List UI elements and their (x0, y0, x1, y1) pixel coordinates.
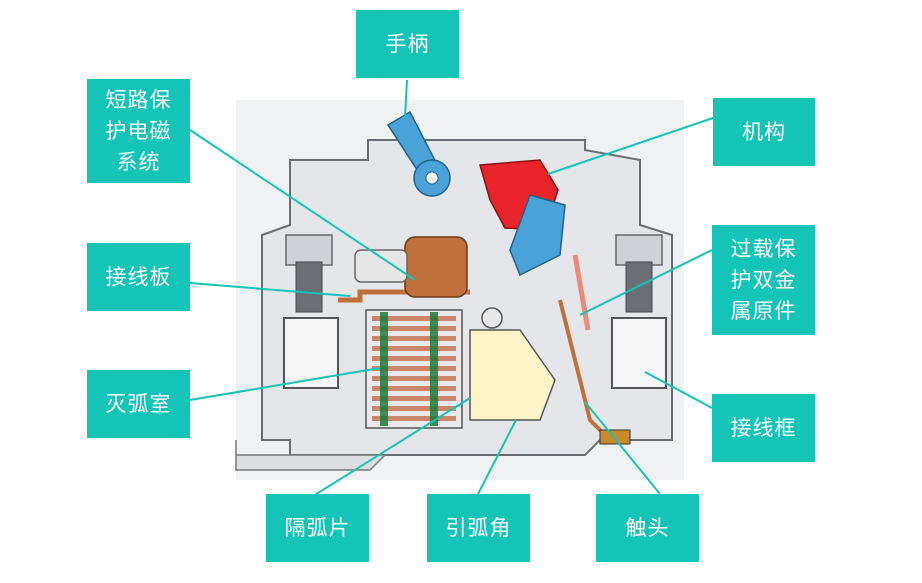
bimetal-strip (572, 254, 591, 331)
leader-arc-runner (477, 419, 517, 495)
label-terminal-plate: 接线板 (87, 243, 190, 311)
pivot-pin (481, 307, 503, 329)
leader-short-circuit (189, 129, 416, 281)
mechanism-trip-lever (509, 194, 566, 277)
leader-handle (404, 79, 408, 119)
arc-splitter-plates (372, 316, 456, 421)
coil-plunger (354, 249, 408, 283)
left-terminal-frame (283, 317, 339, 389)
leader-splitter (309, 397, 471, 499)
leader-overload (579, 249, 713, 316)
label-arc-chamber: 灭弧室 (87, 370, 190, 438)
arc-runner-plate (469, 329, 556, 421)
label-contact: 触头 (596, 494, 699, 562)
label-arc-splitter-plate: 隔弧片 (266, 494, 369, 562)
label-handle: 手柄 (356, 10, 459, 78)
label-terminal-frame: 接线框 (712, 394, 815, 462)
label-mechanism: 机构 (713, 98, 815, 166)
din-rail-clip (235, 440, 387, 471)
label-short-circuit-protection: 短路保 护电磁 系统 (87, 79, 190, 183)
leader-contact (584, 401, 661, 495)
left-terminal-screw-thread (295, 261, 323, 313)
leader-terminal-plate (189, 282, 351, 297)
right-terminal-screw-head (615, 234, 663, 266)
label-arc-runner: 引弧角 (427, 494, 530, 562)
right-terminal-frame (611, 317, 667, 389)
leader-lines (189, 79, 714, 499)
leader-arc-chamber (189, 367, 381, 401)
breaker-housing (261, 139, 673, 456)
handle-pivot (425, 171, 439, 185)
label-overload-protection: 过载保 护双金 属原件 (712, 225, 815, 335)
arc-chamber-grid (380, 312, 438, 426)
fixed-contact (599, 429, 631, 445)
leader-mechanism (547, 117, 714, 175)
left-terminal-screw-head (285, 234, 333, 266)
electromagnetic-coil (404, 236, 468, 298)
leader-terminal-frame (644, 371, 713, 409)
